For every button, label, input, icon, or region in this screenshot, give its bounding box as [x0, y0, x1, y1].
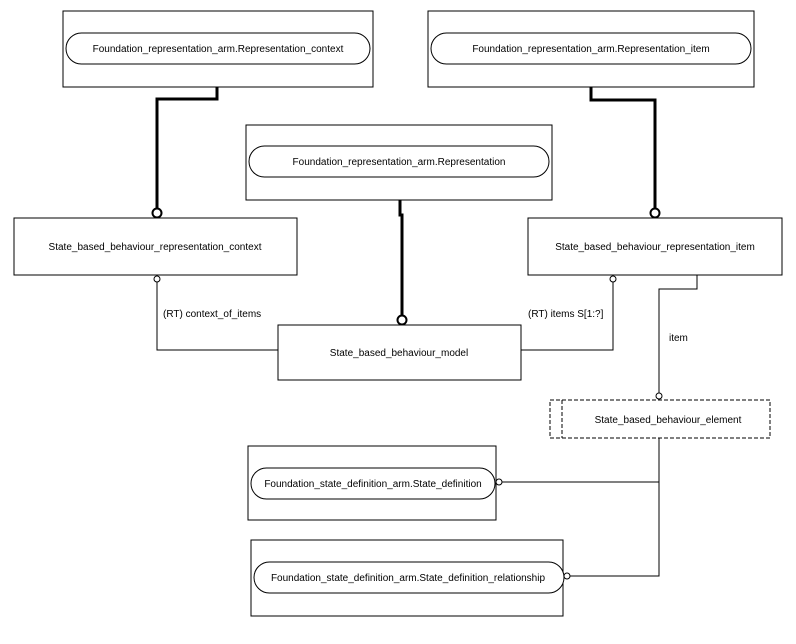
select-sbb-element[interactable]: State_based_behaviour_element — [549, 399, 771, 439]
node-foundation-state-definition[interactable]: Foundation_state_definition_arm.State_de… — [247, 445, 497, 521]
entity-sbb-model[interactable]: State_based_behaviour_model — [277, 324, 522, 381]
relation-line-items — [521, 279, 614, 351]
inheritance-connectors — [155, 87, 657, 320]
node-foundation-representation-item-label: Foundation_representation_arm.Representa… — [472, 44, 709, 55]
relation-end-context-of-items — [153, 275, 161, 283]
node-foundation-representation-context-label: Foundation_representation_arm.Representa… — [93, 44, 344, 55]
entity-sbb-model-label: State_based_behaviour_model — [330, 348, 468, 359]
select-line-state-def-relationship — [567, 482, 660, 577]
relation-line-context-of-items — [156, 279, 278, 351]
relation-end-item — [655, 392, 663, 400]
node-foundation-state-definition-relationship[interactable]: Foundation_state_definition_arm.State_de… — [250, 539, 565, 617]
entity-sbb-representation-item[interactable]: State_based_behaviour_representation_ite… — [527, 217, 783, 276]
select-end-state-def-relationship — [563, 572, 571, 580]
inheritance-end-context — [151, 207, 163, 219]
node-foundation-representation-item[interactable]: Foundation_representation_arm.Representa… — [427, 10, 755, 88]
node-foundation-state-definition-relationship-label: Foundation_state_definition_arm.State_de… — [271, 573, 546, 584]
label-context-of-items: (RT) context_of_items — [163, 309, 261, 320]
select-sbb-element-label: State_based_behaviour_element — [595, 415, 742, 426]
inheritance-line-context — [155, 87, 219, 213]
entity-sbb-representation-context[interactable]: State_based_behaviour_representation_con… — [13, 217, 298, 276]
inheritance-end-item — [649, 207, 661, 219]
inheritance-line-model — [398, 200, 404, 320]
relationship-connectors — [156, 275, 698, 577]
inheritance-end-model — [396, 314, 408, 326]
select-line-state-definition — [499, 438, 660, 483]
label-item: item — [669, 333, 688, 344]
entity-sbb-representation-context-label: State_based_behaviour_representation_con… — [49, 242, 262, 253]
entity-sbb-representation-item-label: State_based_behaviour_representation_ite… — [555, 242, 755, 253]
node-foundation-state-definition-label: Foundation_state_definition_arm.State_de… — [264, 479, 481, 490]
inheritance-line-item — [589, 87, 657, 213]
node-foundation-representation-label: Foundation_representation_arm.Representa… — [293, 157, 506, 168]
node-foundation-representation-context[interactable]: Foundation_representation_arm.Representa… — [62, 10, 374, 88]
node-foundation-representation[interactable]: Foundation_representation_arm.Representa… — [245, 124, 553, 201]
relation-end-items — [609, 275, 617, 283]
select-end-state-definition — [495, 478, 503, 486]
label-items: (RT) items S[1:?] — [528, 309, 604, 320]
relation-line-item — [658, 275, 698, 396]
